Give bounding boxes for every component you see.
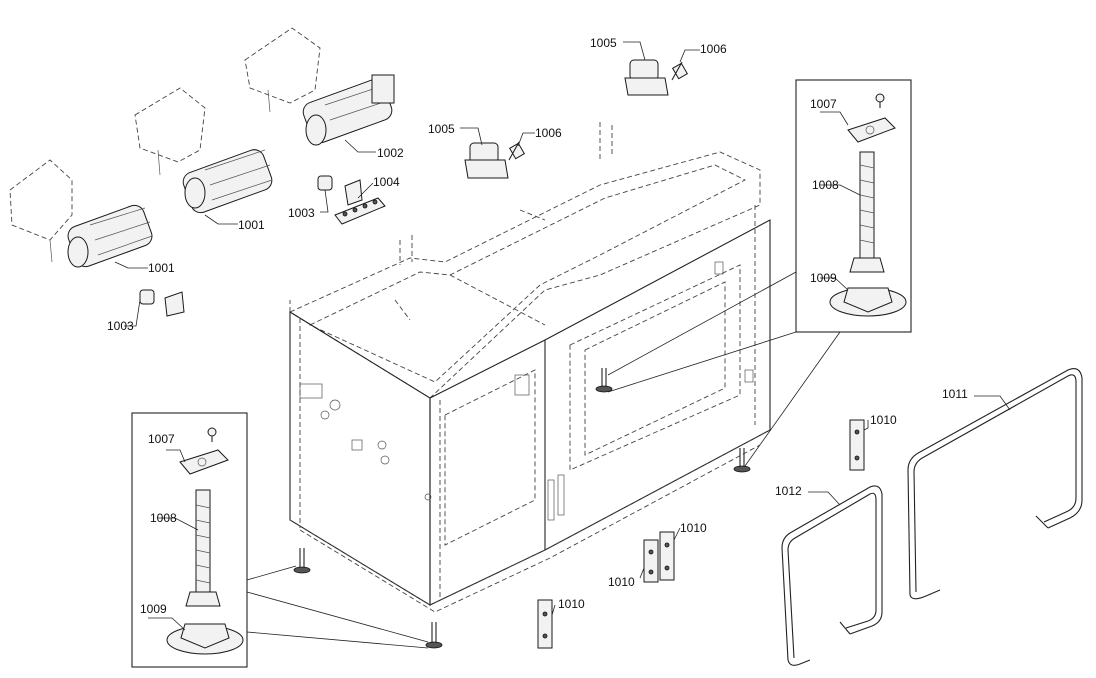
washer-plate-1007-left [179,449,229,475]
hinge-1010-lower [537,599,553,649]
convection-fan-1001-left [67,204,153,268]
callout-1010-center-right: 1010 [680,521,707,535]
callout-1007-right: 1007 [810,97,837,111]
washer-plate-1007-right [847,117,896,143]
frame-foot-right [733,448,751,473]
thermostat-1005-upper [624,59,669,96]
foot-base-1009-right [829,287,907,317]
clip-1003-lower [139,289,185,317]
callout-1010-right: 1010 [870,413,897,427]
chassis-frame [289,122,771,649]
callout-1009-left: 1009 [140,602,167,616]
callout-1001-left: 1001 [148,261,175,275]
callout-1007-left: 1007 [148,432,175,446]
callout-1001-center: 1001 [238,218,265,232]
sensor-1006-upper [671,61,689,81]
handle-1011 [907,368,1083,600]
convection-fan-1002 [302,74,395,146]
callout-1009-right: 1009 [810,271,837,285]
hinge-1010-center-a [643,539,659,583]
screw-1007-small-left [207,427,217,442]
callout-1004: 1004 [373,175,400,189]
callout-1010-center-left: 1010 [608,575,635,589]
fan-bracket-3 [244,27,321,113]
callout-1005-lower: 1005 [428,122,455,136]
callout-1008-right: 1008 [812,178,839,192]
callout-leaders [114,41,1011,631]
sensor-1006-lower [508,141,526,161]
fan-bracket-1 [9,159,73,263]
leveling-bolt-1008-left [185,489,221,607]
foot-detail-box-left [131,412,248,668]
callout-1003-upper: 1003 [288,206,315,220]
callout-1002: 1002 [377,146,404,160]
leveling-bolt-1008-right [849,151,885,273]
frame-foot-rear [595,368,613,393]
callout-1010-lower: 1010 [558,597,585,611]
callout-1006-upper: 1006 [700,42,727,56]
callout-1012: 1012 [775,484,802,498]
terminal-block-1004 [334,197,386,225]
frame-foot-left [293,548,311,574]
thermostat-1005-lower [464,142,509,179]
callout-1011: 1011 [942,387,968,401]
fan-bracket-2 [134,87,206,176]
screw-1007-small-right [875,93,885,108]
handle-1012 [781,485,883,666]
frame-foot-front [425,622,443,649]
hinge-1010-right [849,419,865,471]
callout-labels: 1001 1001 1002 1003 1004 1003 1005 1006 … [107,36,968,616]
foot-detail-box-right [795,79,912,333]
callout-1005-upper: 1005 [590,36,617,50]
callout-1006-lower: 1006 [535,126,562,140]
clip-1003-upper [317,175,363,206]
hinge-1010-center-b [659,531,675,581]
callout-1003-lower: 1003 [107,319,134,333]
callout-1008-left: 1008 [150,511,177,525]
convection-fan-1001-center [182,149,273,214]
foot-base-1009-left [166,623,244,655]
